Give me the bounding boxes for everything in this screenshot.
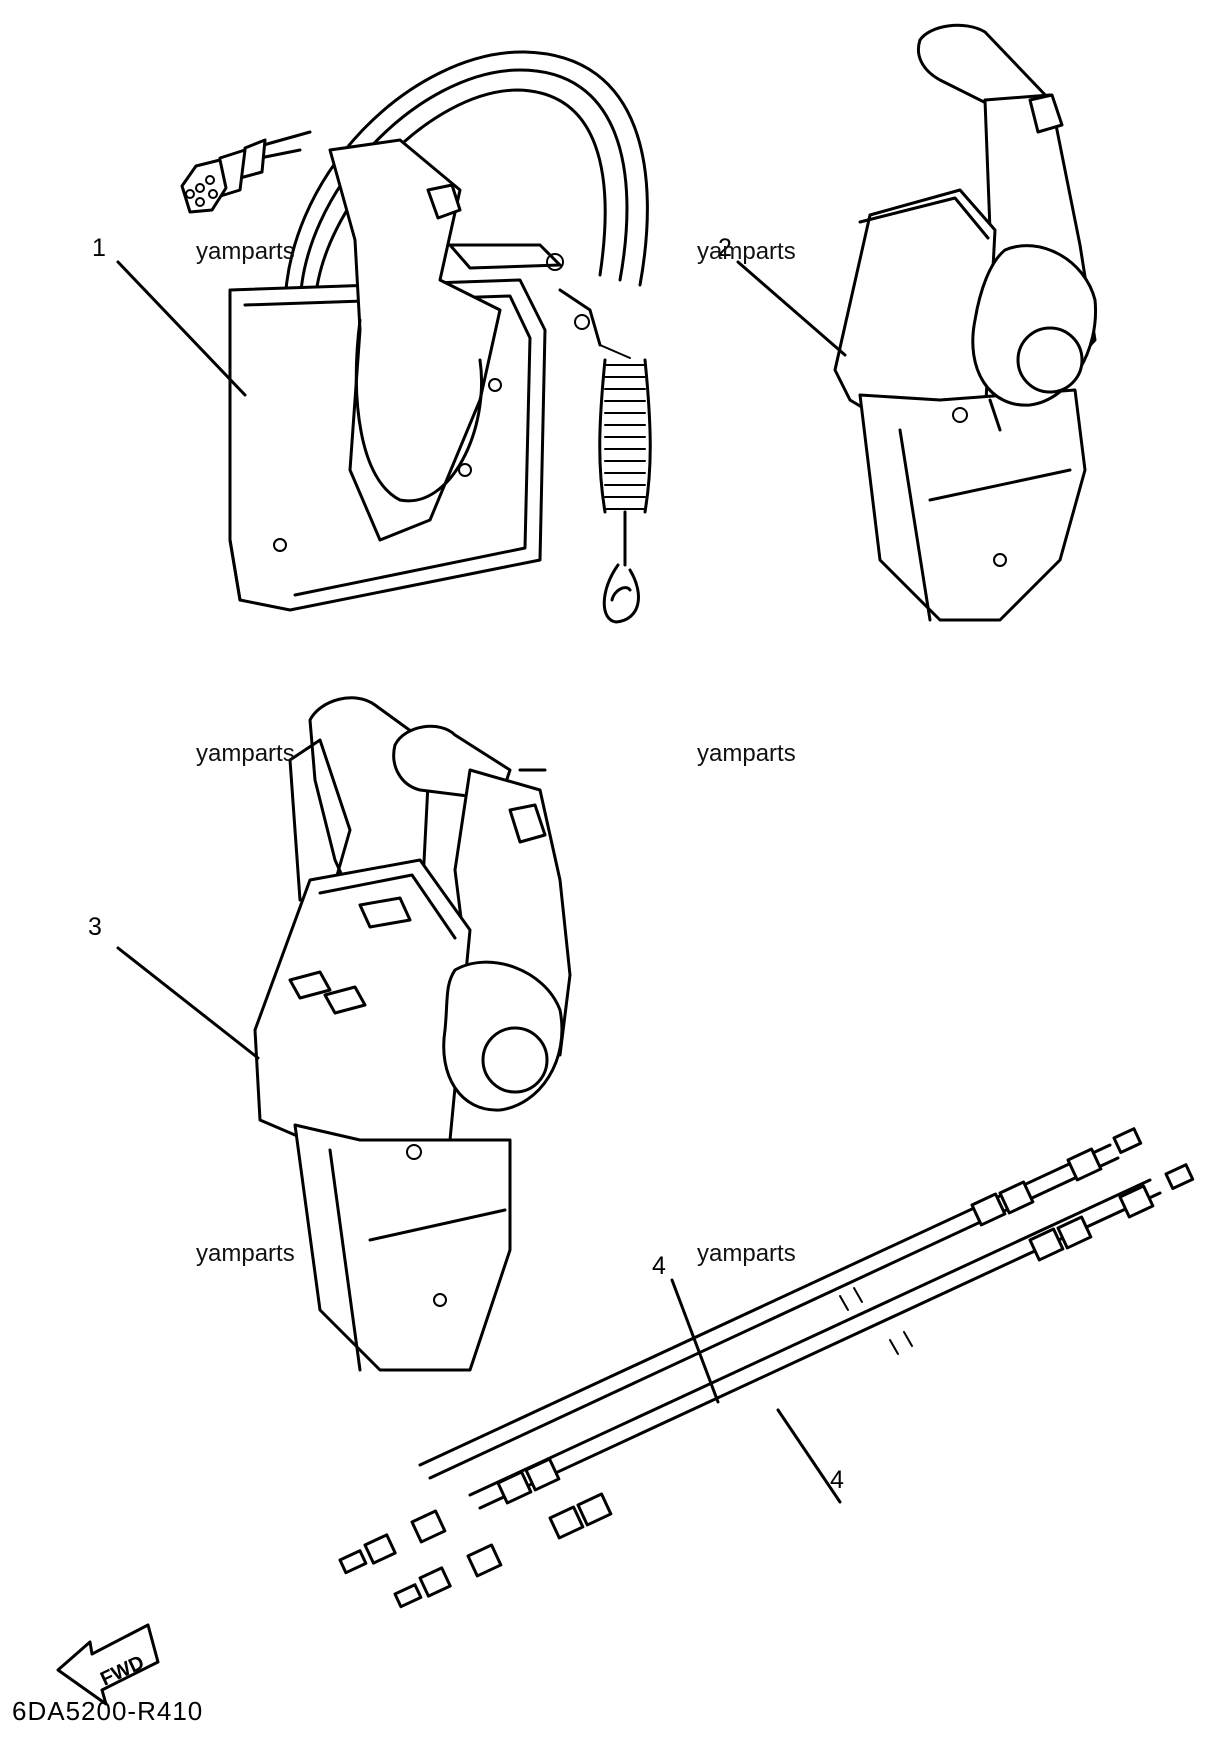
watermark: yamparts — [196, 238, 295, 265]
part-3-twin-lever-control — [253, 696, 572, 1372]
leader-lines — [116, 260, 847, 1504]
watermark: yamparts — [697, 740, 796, 767]
callout-part-2: 2 — [718, 234, 732, 262]
fwd-arrow-icon: FWD — [56, 1623, 160, 1706]
watermark: yamparts — [196, 740, 295, 767]
part-4-control-cables — [338, 1127, 1195, 1609]
watermark: yamparts — [697, 238, 796, 265]
leader-part-3 — [116, 946, 260, 1060]
leader-part-4b — [776, 1408, 842, 1504]
watermark: yamparts — [196, 1240, 295, 1267]
lanyard-spring — [558, 288, 652, 624]
watermark: yamparts — [697, 1240, 796, 1267]
leader-part-1 — [116, 260, 247, 397]
callout-part-4b: 4 — [830, 1466, 844, 1494]
leader-part-4a — [670, 1278, 720, 1404]
part-2-single-lever-control — [833, 23, 1098, 622]
harness-connector — [180, 138, 267, 214]
part-1-side-mount-control — [180, 50, 652, 624]
callout-part-4a: 4 — [652, 1252, 666, 1280]
leader-part-2 — [736, 260, 847, 357]
diagram-code: 6DA5200-R410 — [12, 1696, 204, 1726]
callout-part-3: 3 — [88, 913, 102, 941]
callout-part-1: 1 — [92, 234, 106, 262]
